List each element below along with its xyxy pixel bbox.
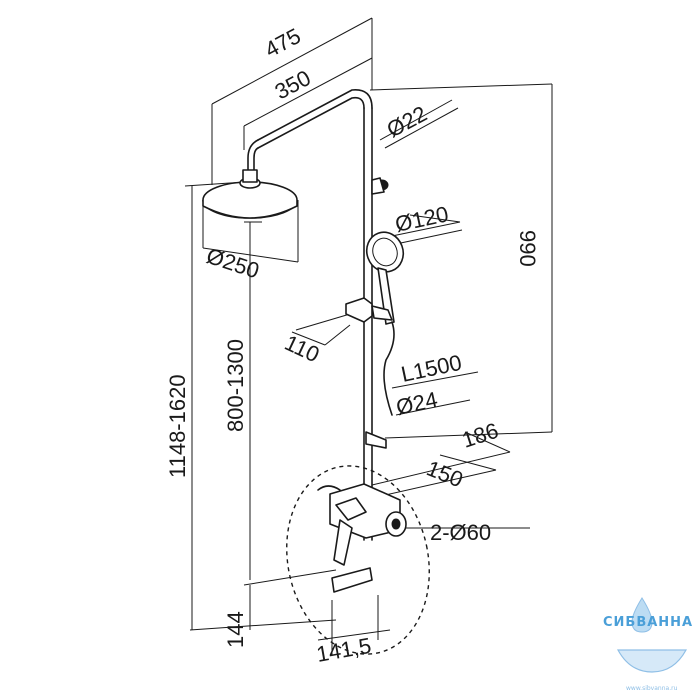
lower-bracket (365, 431, 387, 449)
column-bracket (371, 177, 389, 195)
dim-handshower-diameter: Ø120 (393, 201, 451, 237)
bathtub-icon (616, 649, 688, 673)
slider-holder (345, 297, 393, 323)
overhead-shower (202, 169, 298, 219)
dim-350: 350 (271, 65, 315, 104)
dim-column-height: 990 (515, 230, 540, 267)
hand-shower (365, 231, 405, 416)
dim-475: 475 (261, 23, 305, 62)
dim-hose-diameter: Ø24 (394, 387, 440, 420)
dim-hose-length: L1500 (399, 350, 464, 387)
dim-overhead-diameter: Ø250 (203, 243, 262, 283)
mixer-body (317, 483, 407, 566)
dim-flange-diameter: 2-Ø60 (430, 520, 491, 545)
dim-holder-offset: 110 (281, 330, 323, 367)
water-drop-icon (631, 597, 653, 633)
spout (331, 567, 373, 593)
watermark: СИБВАННА www.sibvanna.ru (603, 597, 693, 692)
dim-spout-height: 144 (223, 611, 248, 648)
dim-total-height: 1148-1620 (165, 374, 190, 478)
dim-spout-length: 141,5 (315, 633, 374, 667)
dimension-lines (184, 17, 553, 655)
watermark-url: www.sibvanna.ru (626, 685, 678, 692)
dim-mixer-depth-outer: 186 (459, 418, 502, 453)
watermark-brand: СИБВАННА (603, 615, 693, 630)
dimension-labels: 475 350 Ø22 Ø120 Ø250 990 1148-1620 800-… (165, 23, 540, 667)
dim-mixer-depth-inner: 150 (423, 455, 466, 492)
dim-overhead-height: 800-1300 (223, 339, 248, 432)
mixer-highlight-ellipse (286, 465, 430, 655)
